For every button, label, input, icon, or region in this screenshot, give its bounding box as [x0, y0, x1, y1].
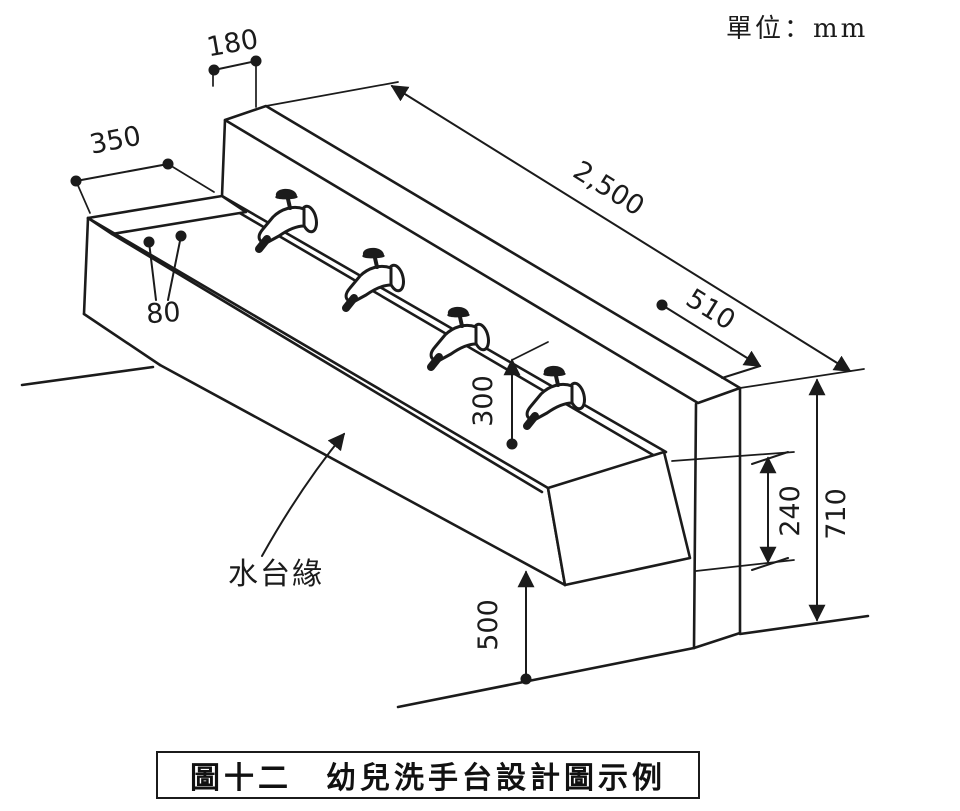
dim-line-510 [656, 299, 762, 367]
dim-label-basin-side-height: 240 [775, 485, 806, 537]
dim-label-basin-end-depth: 350 [87, 121, 144, 161]
faucet-icon [346, 248, 406, 308]
figure-caption: 圖十二 幼兒洗手台設計圖示例 [156, 751, 700, 799]
dim-line-350 [70, 158, 174, 187]
dim-label-overall-length: 2,500 [568, 155, 650, 222]
leader-basin-edge [261, 432, 346, 557]
dim-label-under-clearance: 500 [473, 599, 504, 651]
dim-line-2500 [390, 85, 852, 372]
faucet-icon [527, 366, 587, 426]
dim-label-wall-top-width: 180 [204, 24, 260, 63]
basin-left-rim [86, 194, 248, 236]
dim-label-right-end-length: 510 [680, 283, 740, 337]
dimension-lines [70, 55, 852, 685]
figure-caption-text: 圖十二 幼兒洗手台設計圖示例 [190, 761, 666, 796]
dim-line-180 [208, 55, 262, 76]
dim-label-overall-height: 710 [821, 488, 852, 540]
dim-label-rim-edge-width: 80 [145, 297, 181, 330]
ground-line-left [20, 365, 155, 387]
extension-lines [75, 60, 865, 572]
ground-line-front [396, 646, 696, 709]
unit-note: 單位：mm [726, 14, 869, 44]
leader-line-80 [143, 236, 157, 301]
faucet-icon [431, 307, 491, 367]
basin-right-end [546, 450, 692, 587]
washbasin-structure [20, 104, 870, 709]
part-label-basin-edge: 水台緣 [228, 557, 324, 592]
faucet-icon [259, 189, 319, 249]
ground-line-right [738, 614, 870, 636]
dim-label-spout-height: 300 [468, 375, 499, 427]
basin-front-rim-edge [86, 216, 550, 490]
